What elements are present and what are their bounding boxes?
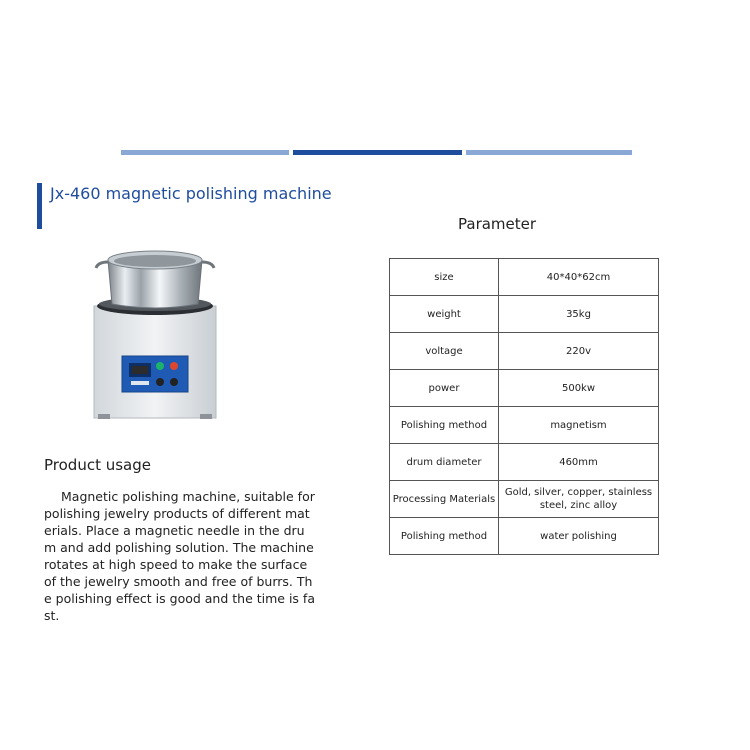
divider-bar-left xyxy=(121,150,289,155)
table-row: voltage 220v xyxy=(389,332,659,370)
table-row: Polishing method water polishing xyxy=(389,517,659,555)
param-label: Polishing method xyxy=(389,517,499,555)
product-usage-heading: Product usage xyxy=(44,456,151,474)
divider-bar-right xyxy=(466,150,632,155)
param-label: weight xyxy=(389,295,499,333)
table-row: size 40*40*62cm xyxy=(389,258,659,296)
param-value: Gold, silver, copper, stainless steel, z… xyxy=(498,480,659,518)
param-value: 40*40*62cm xyxy=(498,258,659,296)
table-row: Processing Materials Gold, silver, coppe… xyxy=(389,480,659,518)
table-row: drum diameter 460mm xyxy=(389,443,659,481)
product-usage-text: Magnetic polishing machine, suitable for… xyxy=(44,489,315,623)
param-value: 460mm xyxy=(498,443,659,481)
param-label: drum diameter xyxy=(389,443,499,481)
title-accent-bar xyxy=(37,183,42,229)
table-row: Polishing method magnetism xyxy=(389,406,659,444)
param-value: water polishing xyxy=(498,517,659,555)
table-row: power 500kw xyxy=(389,369,659,407)
table-row: weight 35kg xyxy=(389,295,659,333)
param-label: Polishing method xyxy=(389,406,499,444)
param-label: Processing Materials xyxy=(389,480,499,518)
param-value: 35kg xyxy=(498,295,659,333)
param-value: 500kw xyxy=(498,369,659,407)
param-label: voltage xyxy=(389,332,499,370)
page-title: Jx-460 magnetic polishing machine xyxy=(50,184,332,203)
param-value: magnetism xyxy=(498,406,659,444)
polishing-machine-illustration xyxy=(80,238,230,420)
param-value: 220v xyxy=(498,332,659,370)
param-label: power xyxy=(389,369,499,407)
parameter-heading: Parameter xyxy=(458,215,537,233)
divider-bar-center xyxy=(293,150,462,155)
param-label: size xyxy=(389,258,499,296)
parameter-table: size 40*40*62cm weight 35kg voltage 220v… xyxy=(389,258,659,555)
